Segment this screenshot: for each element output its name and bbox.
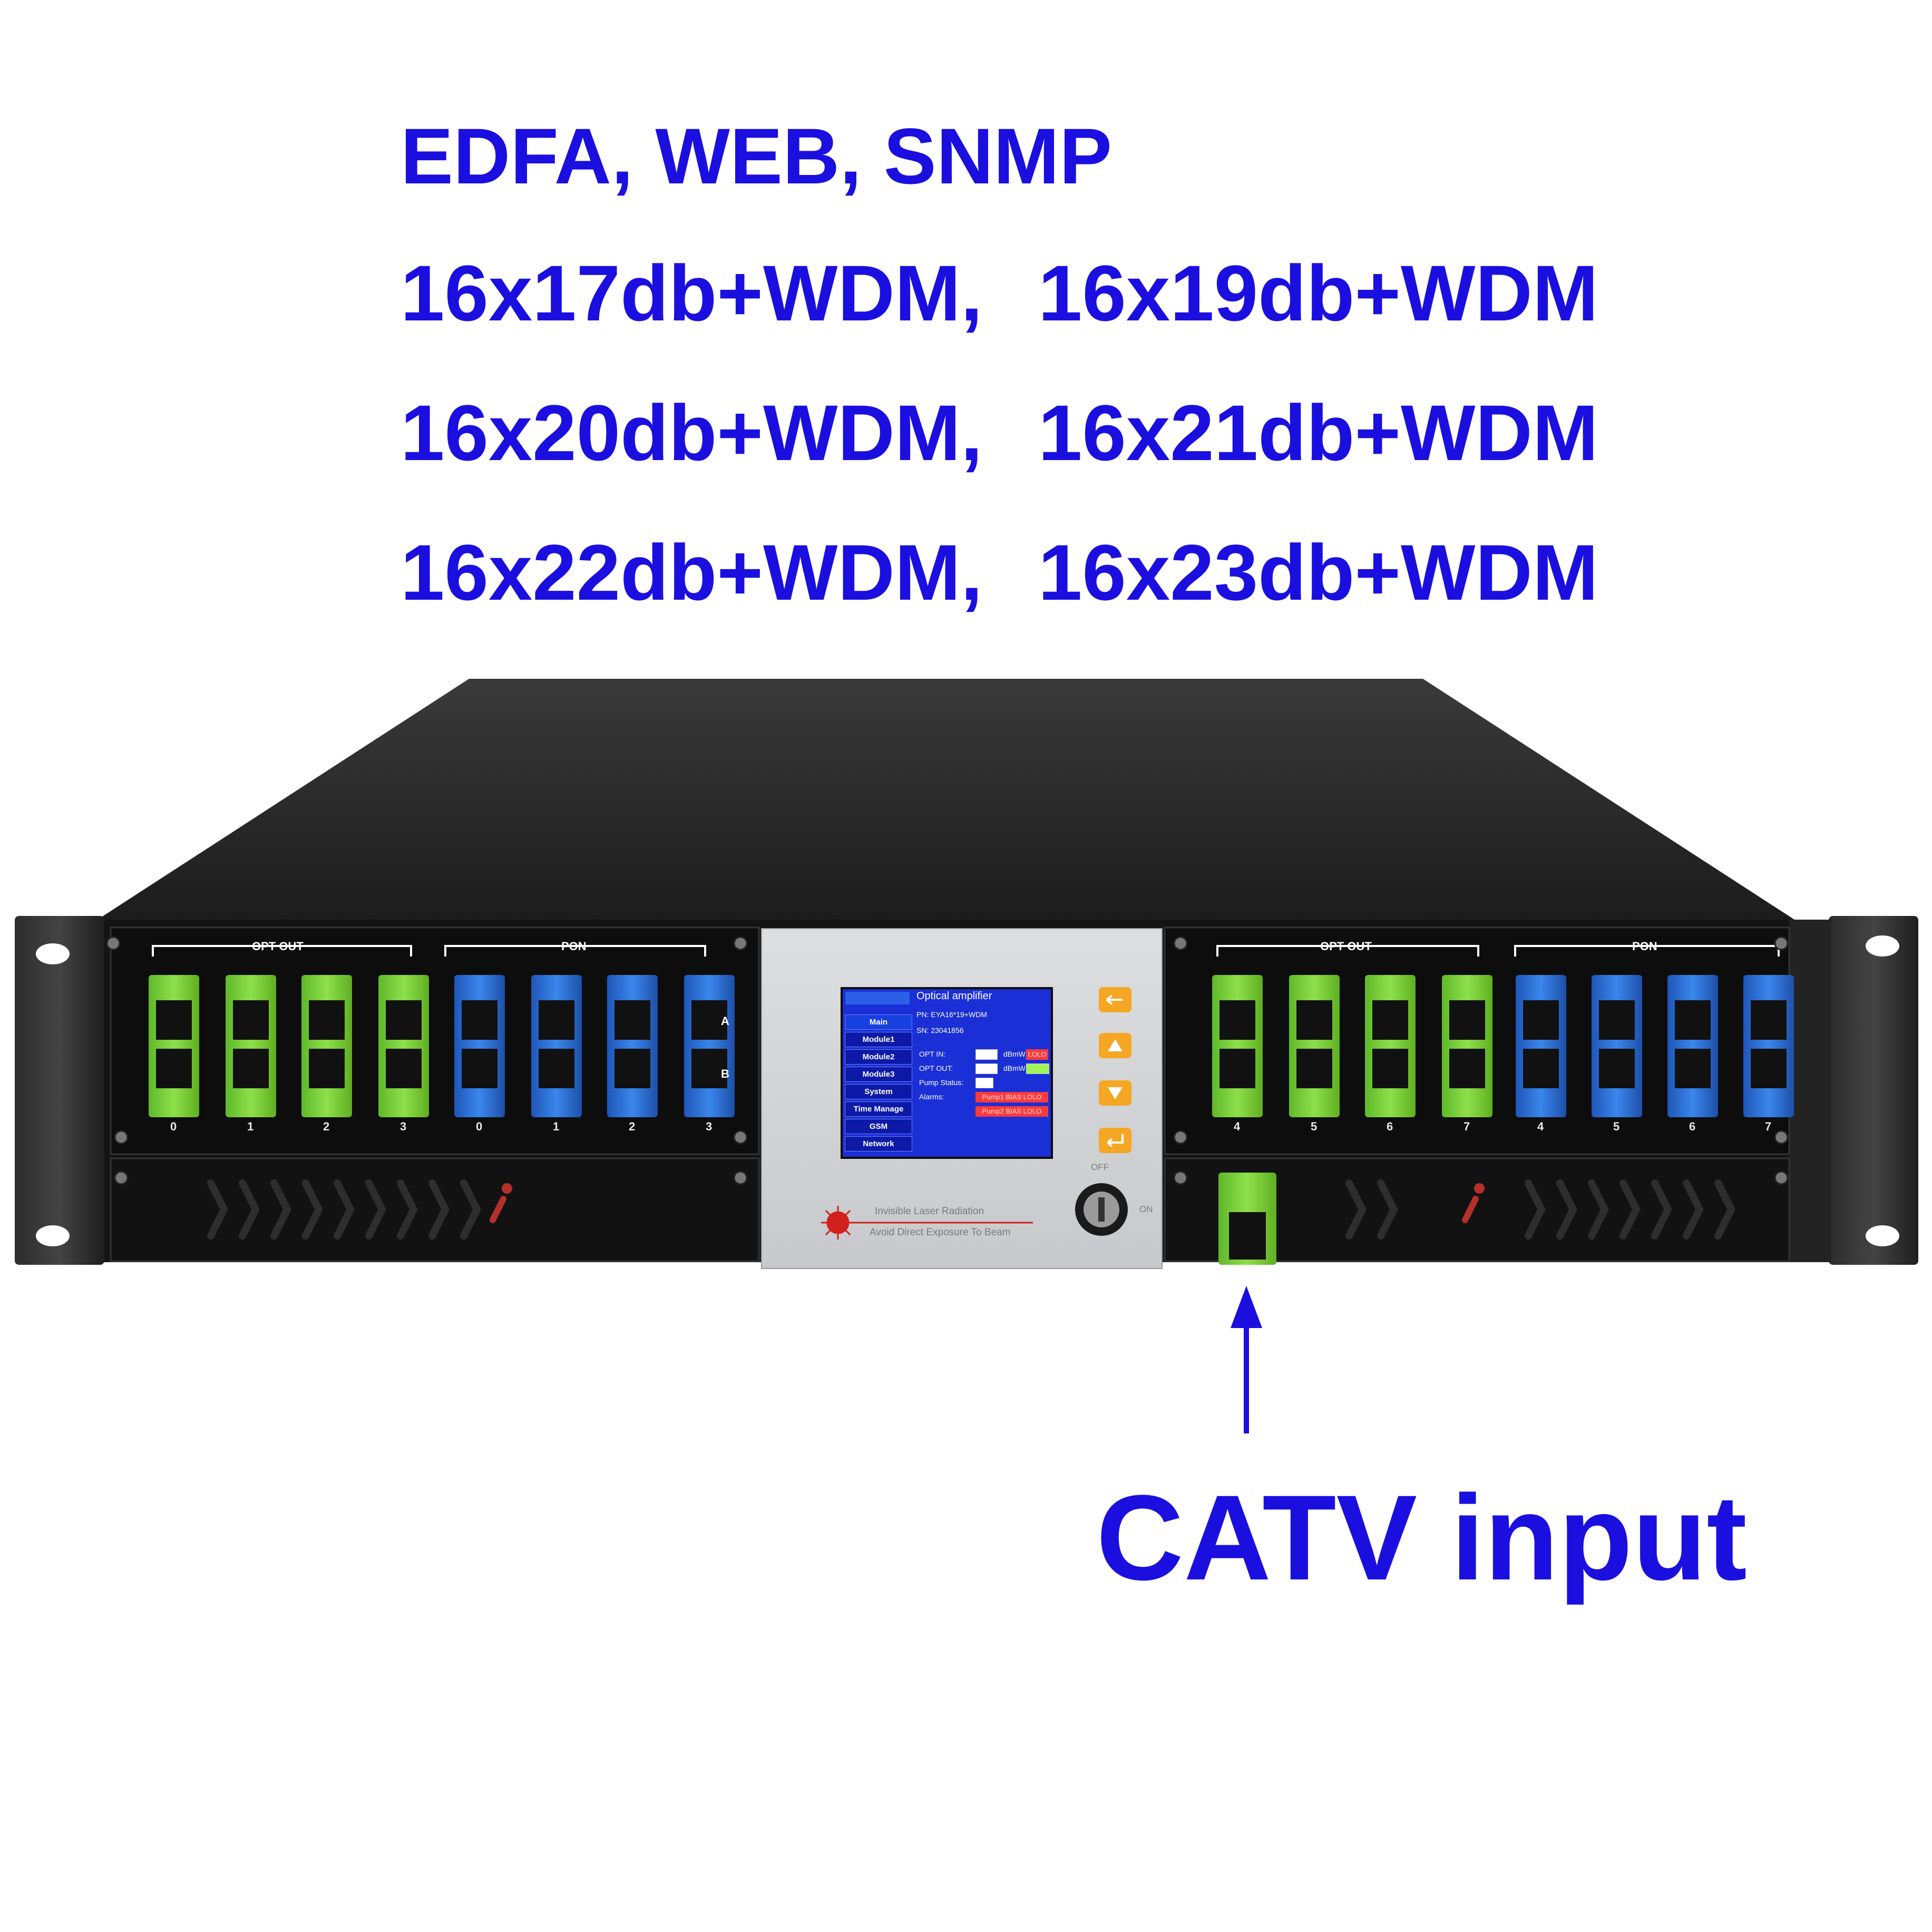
lcd-opt-in-label: OPT IN: [919, 1050, 946, 1058]
port-number: 6 [1387, 1120, 1393, 1133]
port-number: 5 [1311, 1120, 1318, 1133]
port-number: 1 [553, 1120, 560, 1133]
label-right-pon: PON [1632, 940, 1657, 953]
label-right-opt-out: OPT OUT [1320, 940, 1372, 953]
lcd-serial-number: SN: 23041856 [916, 1026, 964, 1035]
key-switch-icon [1075, 1183, 1128, 1236]
port-number: 7 [1765, 1120, 1772, 1133]
port-number: 1 [247, 1120, 254, 1133]
callout-arrow-icon [1231, 1286, 1262, 1433]
mounting-hole-icon [36, 943, 70, 964]
port-number: 4 [1537, 1120, 1544, 1133]
port-group-right-pon [1516, 975, 1794, 1117]
key-on-label: ON [1139, 1204, 1153, 1214]
port-group-right-opt-out [1212, 975, 1492, 1117]
down-arrow-icon [1099, 1080, 1131, 1106]
lcd-menu-item-main[interactable]: Main [845, 1014, 912, 1030]
port-group-left-pon [454, 975, 735, 1117]
port-number: 3 [400, 1120, 407, 1133]
lcd-alarms-label: Alarms: [919, 1092, 944, 1101]
headline-row-3-left: 16x22db+WDM, [401, 528, 983, 617]
lcd-menu-item-module1[interactable]: Module1 [845, 1032, 912, 1047]
lcd-menu-item-time-manage[interactable]: Time Manage [845, 1101, 912, 1117]
lcd-title: Optical amplifier [916, 990, 992, 1002]
left-vent-panel [110, 1157, 760, 1262]
headline-row-2-left: 16x20db+WDM, [401, 388, 983, 477]
port-number: 0 [170, 1120, 177, 1133]
lcd-alarm-1: Pump1 BIAS LOLO [975, 1092, 1048, 1102]
lcd-menu-item-system[interactable]: System [845, 1084, 912, 1099]
lcd-opt-out-status [1026, 1063, 1049, 1074]
lcd-opt-in-unit: dBmW [1003, 1050, 1026, 1058]
lcd-opt-out-unit: dBmW [1003, 1064, 1026, 1072]
headline-features: EDFA, WEB, SNMP [401, 112, 1113, 200]
vent-right [1345, 1179, 1735, 1240]
port-number: 6 [1689, 1120, 1696, 1133]
port-number: 5 [1613, 1120, 1620, 1133]
row-label-a: A [721, 1014, 729, 1028]
chassis-top-cover [97, 679, 1794, 920]
port-number: 3 [706, 1120, 713, 1133]
label-left-opt-out: OPT OUT [252, 940, 304, 953]
lcd-menu-item-module3[interactable]: Module3 [845, 1067, 912, 1082]
lcd-opt-in-value [975, 1049, 998, 1060]
key-off-label: OFF [1091, 1162, 1109, 1172]
lcd-part-number: PN: EYA16*19+WDM [916, 1010, 987, 1019]
lcd-opt-out-label: OPT OUT: [919, 1064, 953, 1072]
lcd-pump-label: Pump Status: [919, 1078, 964, 1087]
left-port-panel [110, 926, 760, 1155]
lcd-menu-item-network[interactable]: Network [845, 1136, 912, 1152]
vent-left [207, 1179, 481, 1240]
port-number: 2 [629, 1120, 636, 1133]
up-arrow-icon [1099, 1033, 1131, 1058]
port-number: 7 [1463, 1120, 1470, 1133]
lcd-pump-value [975, 1078, 993, 1088]
mounting-hole-icon [36, 1225, 70, 1246]
port-number: 0 [476, 1120, 483, 1133]
lcd-logo [845, 992, 910, 1004]
rack-ear-right [1829, 916, 1918, 1265]
mounting-hole-icon [1866, 935, 1899, 957]
headline-row-2-right: 16x21db+WDM [1038, 388, 1598, 477]
lcd-opt-in-status: LOLO [1026, 1049, 1048, 1060]
catv-input-callout: CATV input [1096, 1470, 1747, 1605]
enter-icon [1099, 1128, 1131, 1153]
lcd-menu-item-gsm[interactable]: GSM [845, 1119, 912, 1134]
warning-line-1: Invisible Laser Radiation [875, 1206, 984, 1217]
back-arrow-icon [1099, 987, 1131, 1012]
warning-line-2: Avoid Direct Exposure To Beam [870, 1227, 1011, 1238]
headline-row-3-right: 16x23db+WDM [1038, 528, 1598, 617]
laser-warning-icon [821, 1206, 1033, 1240]
headline-row-1-left: 16x17db+WDM, [401, 249, 983, 337]
rack-ear-left [15, 916, 104, 1265]
lcd-opt-out-value [975, 1063, 998, 1074]
headline-row-1-right: 16x19db+WDM [1038, 249, 1598, 337]
lcd-menu-item-module2[interactable]: Module2 [845, 1049, 912, 1065]
port-number: 2 [323, 1120, 330, 1133]
port-number: 4 [1234, 1120, 1241, 1133]
port-group-left-opt-out [149, 975, 429, 1117]
mounting-hole-icon [1866, 1225, 1899, 1246]
row-label-b: B [721, 1067, 729, 1080]
catv-input-port [1218, 1173, 1276, 1265]
lcd-menu: Main Module1 Module2 Module3 System Time… [845, 1014, 912, 1154]
lcd-alarm-2: Pump2 BIAS LOLO [975, 1106, 1048, 1117]
lcd-screen: Optical amplifier PN: EYA16*19+WDM SN: 2… [841, 987, 1053, 1159]
label-left-pon: PON [561, 940, 587, 953]
